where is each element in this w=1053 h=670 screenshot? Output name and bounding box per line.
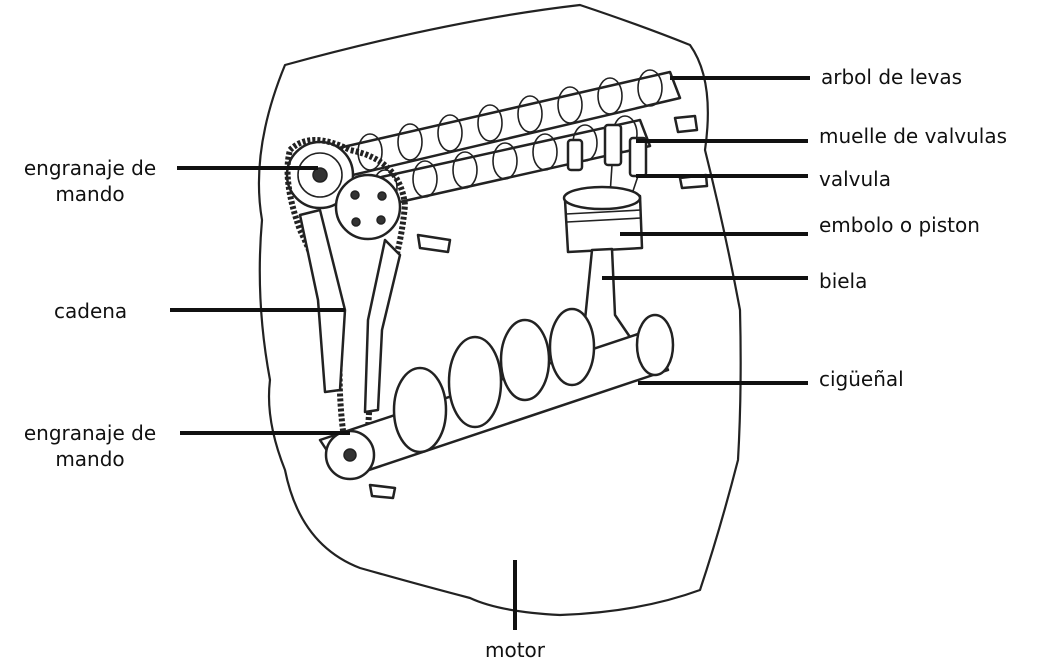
label-engranaje-de-mando-bottom: engranaje de mando (8, 420, 172, 472)
chain-guide-right (365, 240, 400, 412)
piston (564, 187, 642, 252)
chain-guide-left (300, 210, 345, 392)
label-engranaje-de-mando-top: engranaje de mando (8, 155, 172, 207)
label-embolo-o-piston: embolo o piston (819, 212, 980, 238)
label-cadena: cadena (54, 298, 127, 324)
label-ciguenal: cigüeñal (819, 366, 904, 392)
label-motor: motor (485, 637, 545, 663)
label-muelle-de-valvulas: muelle de valvulas (819, 123, 1007, 149)
label-valvula: valvula (819, 166, 891, 192)
label-biela: biela (819, 268, 867, 294)
label-arbol-de-levas: arbol de levas (821, 64, 962, 90)
